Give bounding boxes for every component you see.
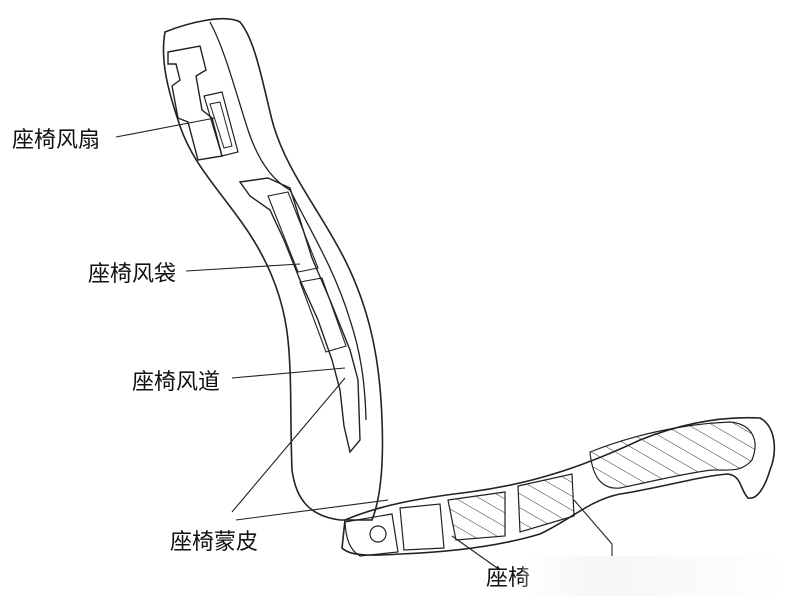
- label-seat-duct: 座椅风道: [132, 370, 221, 395]
- seat-fan-block: [167, 45, 223, 161]
- seat-cushion-cell-2: [517, 473, 575, 533]
- seat-airbag-chamber-2: [299, 277, 347, 353]
- seat-back-inner-contour: [209, 21, 367, 421]
- seat-cushion-outline: [341, 416, 776, 556]
- label-seat-airbag: 座椅风袋: [88, 262, 177, 287]
- label-obscuring-overlay: [522, 556, 787, 596]
- seat-airbag-chamber-1: [267, 191, 319, 273]
- leader-line-bottom-2: [573, 499, 613, 545]
- seat-fan-slot-inner: [209, 101, 233, 149]
- seat-cushion-foam: [589, 421, 756, 489]
- leader-line-fan: [115, 117, 216, 138]
- leader-line-cover-2: [235, 499, 389, 521]
- seat-cushion-cell-3: [399, 503, 445, 551]
- seat-fan-slot: [203, 91, 239, 157]
- leader-line-cover-1: [231, 377, 346, 513]
- label-seat-cover: 座椅蒙皮: [170, 530, 259, 555]
- seat-back-outline: [162, 18, 384, 521]
- seat-cushion-cell-1: [447, 491, 506, 541]
- leader-line-airbag: [185, 263, 301, 272]
- label-seat-fan: 座椅风扇: [12, 128, 101, 153]
- leader-line-duct: [231, 367, 346, 379]
- seat-duct-channel: [238, 177, 361, 454]
- seat-cushion-front-lip: [344, 513, 399, 557]
- leader-line-bottom-1: [451, 535, 501, 571]
- seat-cushion-hole: [369, 525, 387, 543]
